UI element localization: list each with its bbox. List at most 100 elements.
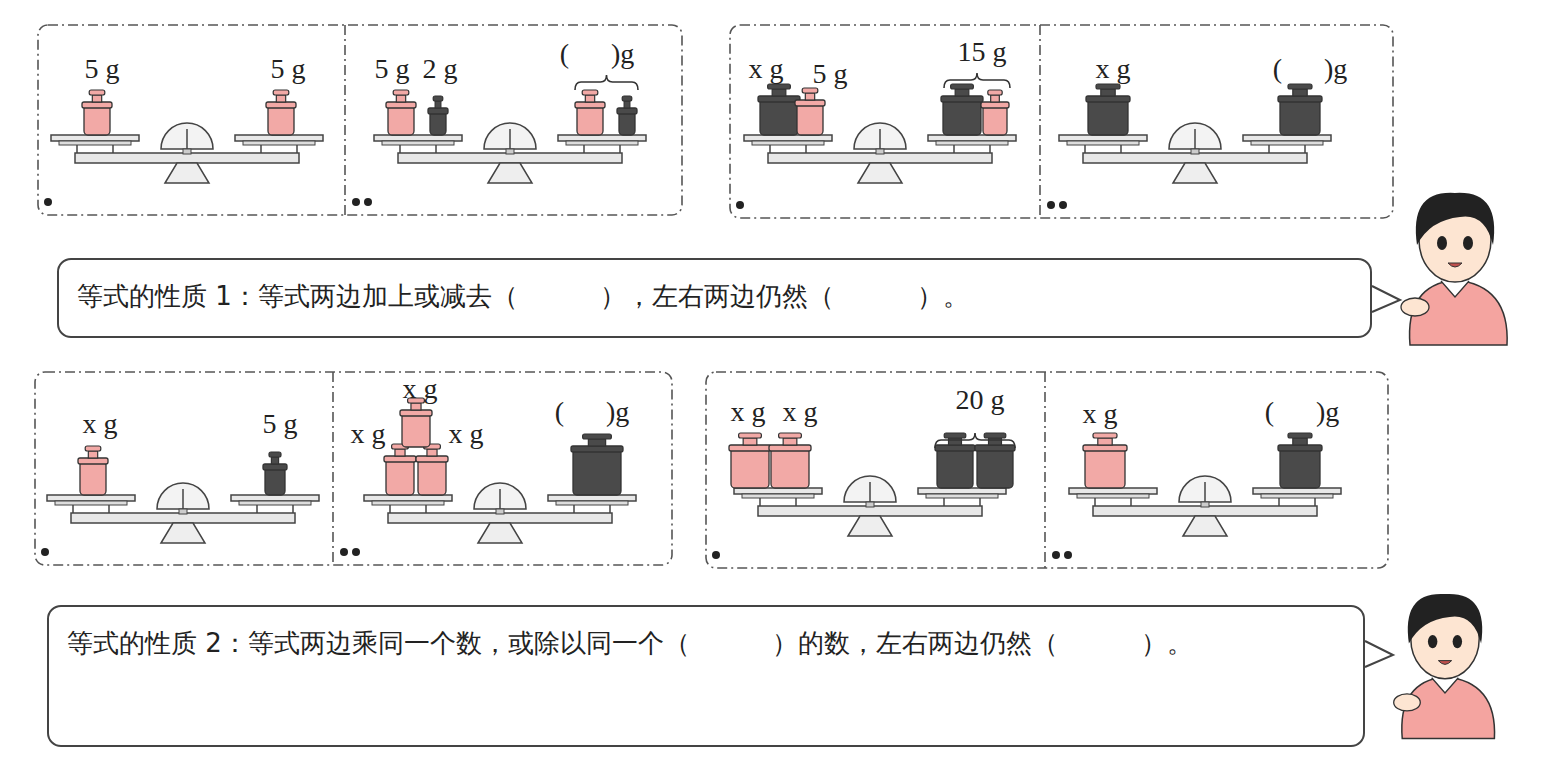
scale-pan [918,488,1006,494]
scale-pan [1251,141,1323,145]
scale-post [435,145,437,153]
scale-pan [1067,141,1139,145]
scale-pan [742,494,814,498]
weight [78,458,108,464]
weight [991,95,1000,102]
weight [85,446,101,451]
weight [88,451,97,458]
weight-label: 15 g [958,38,1007,66]
weight [771,448,809,488]
scale-pan [374,135,462,141]
boy-collar [1441,281,1469,297]
weight [1278,445,1322,451]
weight [573,449,621,495]
scale-base [478,523,522,543]
scale-post [76,145,78,153]
scale-pan [1059,135,1147,141]
weight [977,448,1013,488]
scale-post [866,502,874,507]
weight-label: ( )g [1273,55,1348,83]
scale-dial [844,476,896,502]
scale-post [1120,145,1122,153]
dashed-panel [35,372,672,565]
bubble-tail [1365,641,1393,667]
scale-post [1191,149,1199,154]
scale-post [583,145,585,153]
step-dot [1059,201,1067,209]
weight [583,434,612,439]
scale-pan [382,141,454,145]
scale-post [953,145,955,153]
scale-pan [558,135,646,141]
scale-pan [1069,488,1157,494]
scale-post [506,149,514,154]
weight [393,90,409,95]
scale-dial [474,483,526,509]
scale-post [496,509,504,514]
scale-post [979,498,981,506]
weight [588,439,605,446]
bubble-tail [1372,286,1400,312]
weight [949,438,962,445]
weight [1098,438,1112,445]
scale-post [1278,498,1280,506]
weight [271,457,278,464]
scale-pan [734,488,822,494]
scale-needle [509,129,511,149]
weight [582,90,598,95]
panel-divider [332,372,334,565]
weight [955,89,969,96]
weight [1093,433,1117,438]
scale-base [488,163,532,183]
step-dot [352,198,360,206]
brace [935,433,1015,448]
scale-post [759,498,761,506]
scale-pan [744,135,832,141]
weight [435,101,441,108]
scale-post [108,505,110,513]
weight [1280,99,1320,135]
weight-label: x g [783,398,818,426]
weight [395,449,405,456]
scale-pan [243,141,315,145]
boy-hair [1416,193,1494,245]
weight [731,448,769,488]
scale-pan [51,135,139,141]
brace [944,73,1010,88]
boy-mouth [1438,661,1451,665]
weight [795,100,825,106]
weight [769,445,811,451]
weight [1086,96,1130,102]
scale-dial [157,483,209,509]
scale-base [161,523,205,543]
weight [89,90,105,95]
weight [263,464,287,470]
weight [396,95,405,102]
scale-pan [548,495,636,501]
step-dot [41,548,49,556]
scale-needle [186,129,188,149]
dashed-panel [730,25,1393,218]
scale-pan [556,501,628,505]
weight [937,448,973,488]
weight [941,96,983,102]
weight-label: 20 g [956,386,1005,414]
weight [1101,89,1115,96]
property-text: 等式的性质 1：等式两边加上或减去（ ），左右两边仍然（ ）。 [77,276,1352,316]
weight [772,89,786,96]
weight [1083,445,1127,451]
weight-label: 2 g [423,55,458,83]
weight [984,433,1006,438]
dashed-panel [706,372,1388,568]
scale-pan [1077,494,1149,498]
scale-needle [1204,482,1206,502]
weight-label: x g [83,410,118,438]
step-dot [712,551,720,559]
weight [92,95,101,102]
weight [779,433,802,438]
scale-post [1201,502,1209,507]
weight-label: x g [449,420,484,448]
weight-label: 5 g [271,55,306,83]
weight [943,99,981,135]
weight [273,90,289,95]
